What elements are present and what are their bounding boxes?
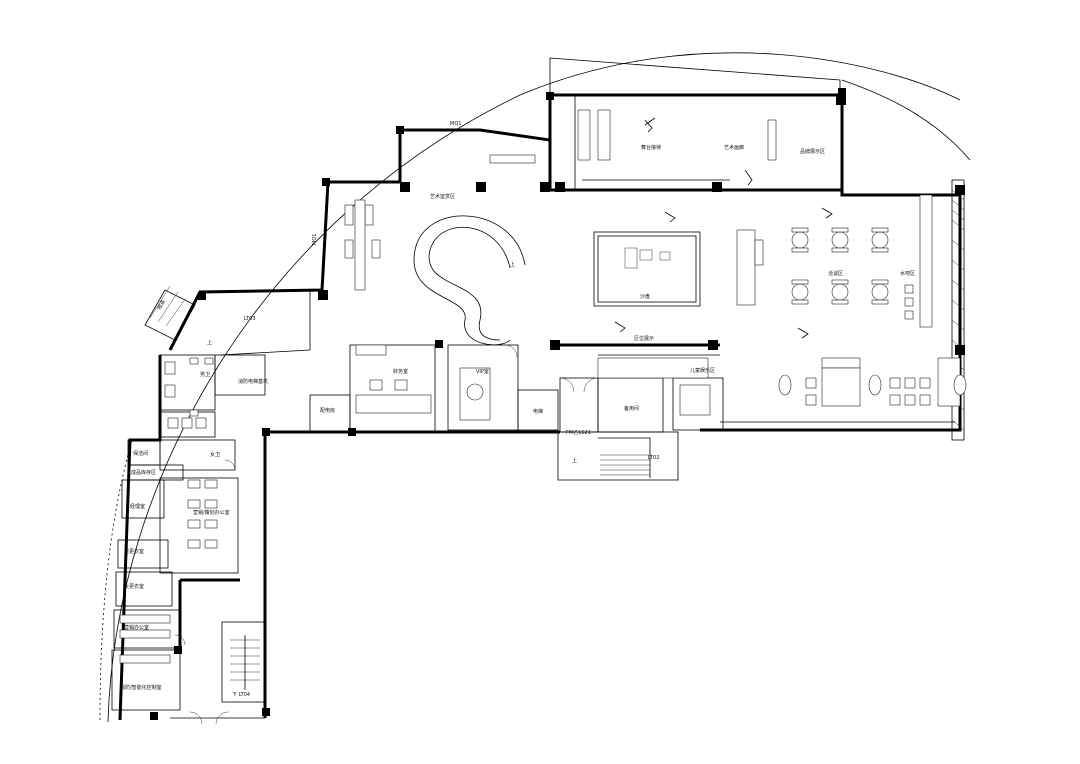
label-curtain-top: MQ1 bbox=[450, 121, 461, 127]
lounge-furniture bbox=[355, 194, 967, 421]
doors bbox=[174, 344, 599, 725]
label-ramp: 坡道 bbox=[156, 299, 167, 311]
label-control-room: 消防/智能化控制室 bbox=[120, 684, 162, 691]
label-fire-monitor: 消防电梯基坑 bbox=[238, 378, 268, 385]
ramp bbox=[144, 289, 196, 341]
label-up-lt03: 上 bbox=[207, 339, 212, 346]
display-racks bbox=[344, 109, 777, 291]
label-men-dressing: 男更衣室 bbox=[124, 548, 144, 555]
spiral-stair bbox=[428, 226, 511, 341]
curtain-wall-right bbox=[841, 79, 971, 161]
negotiation-tables bbox=[791, 227, 889, 305]
label-vip-room: VIP室 bbox=[476, 368, 489, 375]
label-women-dressing: 女更衣室 bbox=[124, 583, 144, 590]
exterior-wall-main bbox=[328, 128, 962, 432]
label-manager: 经理室 bbox=[130, 503, 145, 510]
label-water-bar: 水吧区 bbox=[900, 270, 915, 277]
label-stage-display: 舞台接待 bbox=[641, 144, 661, 151]
sculpture-markers bbox=[614, 117, 833, 339]
label-art-recognition: 艺术鉴赏区 bbox=[430, 193, 455, 200]
label-up-lt02: 上 bbox=[572, 457, 577, 464]
label-art-gallery: 艺术画廊 bbox=[724, 144, 744, 151]
label-elevator: 电梯 bbox=[533, 408, 543, 415]
stair-lt04 bbox=[221, 621, 267, 703]
sand-table bbox=[593, 231, 701, 307]
label-brand-exhibition: 品牌展示区 bbox=[800, 148, 825, 155]
label-spare-room: 备用间 bbox=[624, 405, 639, 412]
label-curtain-side: MQ1 bbox=[312, 234, 318, 245]
label-door-fm: FM乙1621 bbox=[566, 429, 591, 436]
label-negotiation: 洽谈区 bbox=[828, 270, 843, 277]
left-wing-wall bbox=[118, 355, 162, 721]
exterior-wall-left bbox=[168, 181, 330, 351]
label-cleaning: 保洁间 bbox=[133, 450, 148, 457]
structural-columns bbox=[150, 88, 965, 720]
label-men-toilet: 男卫 bbox=[200, 372, 210, 378]
office-desks bbox=[119, 479, 218, 664]
label-goods-storage: 成品库存区 bbox=[131, 469, 156, 476]
label-down-lt04: 下 LT04 bbox=[232, 692, 250, 698]
label-area-display: 区位展示 bbox=[634, 335, 654, 342]
label-stair-lt02: LT02 bbox=[648, 455, 660, 461]
label-sales-office: 营销/策划办公室 bbox=[193, 509, 230, 516]
label-kids-play: 儿童娱乐区 bbox=[690, 367, 715, 374]
restroom-fixtures bbox=[164, 357, 214, 429]
label-women-toilet: 女卫 bbox=[210, 451, 220, 458]
label-finance: 财务室 bbox=[393, 368, 408, 375]
label-admin-office: 营销办公室 bbox=[124, 624, 149, 631]
label-spiral-up: 上 bbox=[510, 261, 515, 268]
top-block-outline bbox=[549, 57, 841, 96]
label-sand-table: 沙盘 bbox=[640, 293, 650, 300]
stair-lt02 bbox=[557, 431, 679, 481]
gallery-room bbox=[548, 93, 844, 192]
label-power-room: 配电房 bbox=[320, 407, 335, 414]
label-stair-lt03: LT03 bbox=[244, 316, 256, 322]
